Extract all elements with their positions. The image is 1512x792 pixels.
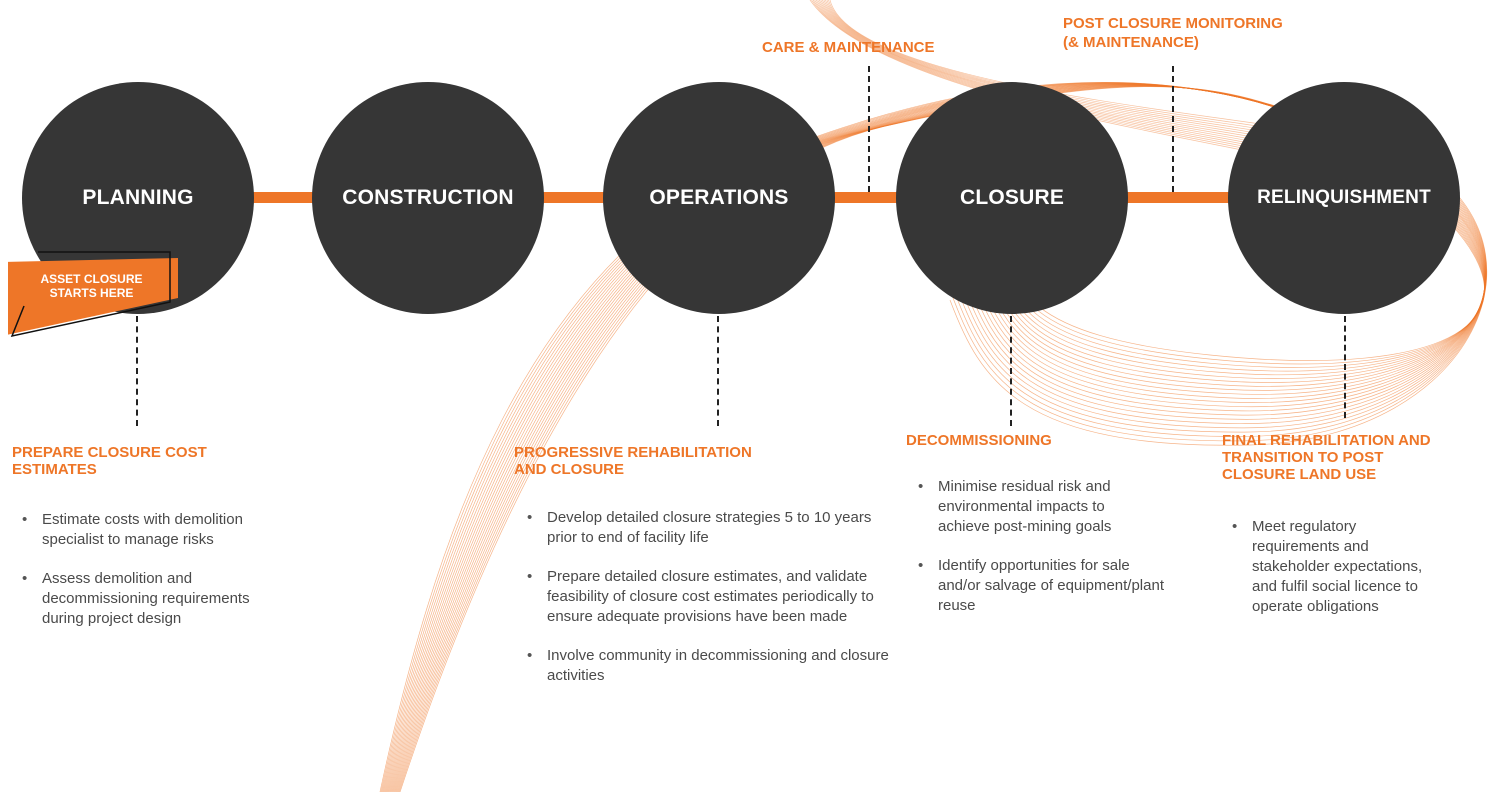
connector-closure-relinquishment <box>1118 192 1236 203</box>
list-item: Assess demolition and decommissioning re… <box>20 569 282 629</box>
stage-circle-relinquishment: RELINQUISHMENT <box>1228 82 1460 314</box>
leader-closure <box>1010 316 1012 426</box>
post-closure-monitoring-label: POST CLOSURE MONITORING (& MAINTENANCE) <box>1063 14 1283 52</box>
relinquishment-heading: FINAL REHABILITATION AND TRANSITION TO P… <box>1222 432 1431 483</box>
planning-heading-line-2: ESTIMATES <box>12 461 97 478</box>
relinquishment-heading-line-2: TRANSITION TO POST <box>1222 449 1384 466</box>
stage-label-relinquishment: RELINQUISHMENT <box>1257 187 1431 208</box>
relinquishment-bullet-list: Meet regulatory requirements and stakeho… <box>1230 517 1430 636</box>
list-item: Develop detailed closure strategies 5 to… <box>525 508 877 548</box>
list-item: Identify opportunities for sale and/or s… <box>916 556 1168 616</box>
planning-heading-line-1: PREPARE CLOSURE COST <box>12 444 207 461</box>
leader-relinquishment <box>1344 316 1346 418</box>
planning-bullet-list: Estimate costs with demolition specialis… <box>20 510 300 648</box>
closure-heading: DECOMMISSIONING <box>906 432 1052 449</box>
stage-circle-construction: CONSTRUCTION <box>312 82 544 314</box>
connector-planning-construction <box>240 192 320 203</box>
leader-operations <box>717 316 719 426</box>
care-maintenance-label: CARE & MAINTENANCE <box>762 39 935 56</box>
stage-circle-closure: CLOSURE <box>896 82 1128 314</box>
closure-heading-line-1: DECOMMISSIONING <box>906 432 1052 449</box>
leader-care-maintenance <box>868 66 870 192</box>
connector-construction-operations <box>534 192 614 203</box>
tag-line-1: ASSET CLOSURE <box>40 272 143 286</box>
stage-circle-operations: OPERATIONS <box>603 82 835 314</box>
stage-label-operations: OPERATIONS <box>649 186 789 209</box>
tag-shape <box>8 258 178 335</box>
asset-closure-tag-text: ASSET CLOSURE STARTS HERE <box>24 272 159 300</box>
list-item: Estimate costs with demolition specialis… <box>20 510 300 550</box>
tag-outline <box>10 251 171 338</box>
connector-operations-closure <box>826 192 906 203</box>
list-item: Prepare detailed closure estimates, and … <box>525 567 887 627</box>
operations-heading: PROGRESSIVE REHABILITATION AND CLOSURE <box>514 444 752 478</box>
relinquishment-heading-line-3: CLOSURE LAND USE <box>1222 466 1377 483</box>
stage-label-construction: CONSTRUCTION <box>342 186 514 209</box>
list-item: Involve community in decommissioning and… <box>525 646 895 686</box>
closure-bullet-list: Minimise residual risk and environmental… <box>916 477 1176 635</box>
operations-heading-line-2: AND CLOSURE <box>514 461 625 478</box>
tag-line-2: STARTS HERE <box>49 286 134 300</box>
asset-closure-tag <box>8 251 178 338</box>
post-closure-line-2: (& MAINTENANCE) <box>1063 34 1199 51</box>
stage-label-planning: PLANNING <box>82 186 194 209</box>
leader-planning <box>136 316 138 426</box>
operations-heading-line-1: PROGRESSIVE REHABILITATION <box>514 444 752 461</box>
operations-bullet-list: Develop detailed closure strategies 5 to… <box>525 508 895 705</box>
list-item: Meet regulatory requirements and stakeho… <box>1230 517 1430 617</box>
leader-post-closure <box>1172 66 1174 192</box>
planning-heading: PREPARE CLOSURE COST ESTIMATES <box>12 444 207 478</box>
stage-label-closure: CLOSURE <box>959 186 1065 209</box>
post-closure-line-1: POST CLOSURE MONITORING <box>1063 15 1283 32</box>
relinquishment-heading-line-1: FINAL REHABILITATION AND <box>1222 432 1431 449</box>
list-item: Minimise residual risk and environmental… <box>916 477 1158 537</box>
